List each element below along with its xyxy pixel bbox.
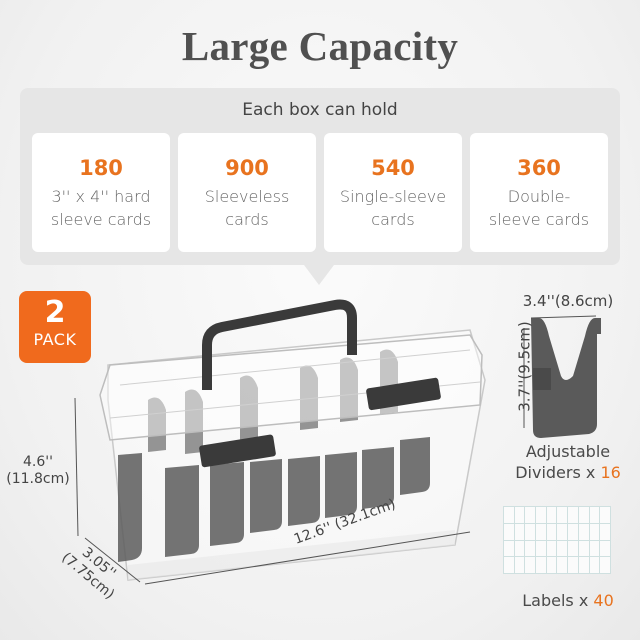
label-cell bbox=[557, 507, 568, 523]
divider-width-dimension: 3.4''(8.6cm) bbox=[522, 292, 614, 310]
capacity-panel: Each box can hold 180 3'' x 4'' hard sle… bbox=[20, 88, 620, 265]
label-cell bbox=[504, 540, 514, 557]
box-height-label: 4.6'' (11.8cm) bbox=[6, 454, 70, 487]
panel-pointer-icon bbox=[304, 265, 334, 285]
label-cell bbox=[600, 557, 610, 573]
label-cell bbox=[525, 557, 536, 573]
capacity-card-hard-sleeve: 180 3'' x 4'' hard sleeve cards bbox=[32, 133, 170, 252]
divider-height-dimension: 3.7''(9.5cm) bbox=[515, 321, 534, 412]
label-cell bbox=[514, 540, 525, 557]
label-cell bbox=[557, 557, 568, 573]
capacity-count: 360 bbox=[517, 156, 561, 180]
label-cell bbox=[546, 540, 557, 557]
label-cell bbox=[600, 523, 610, 540]
label-cell bbox=[546, 507, 557, 523]
dividers-count: 16 bbox=[600, 463, 621, 482]
pack-unit: PACK bbox=[33, 330, 77, 349]
dividers-caption-line2: Dividers x 16 bbox=[496, 462, 640, 483]
label-cell bbox=[568, 540, 578, 557]
capacity-card-sleeveless: 900 Sleeveless cards bbox=[178, 133, 316, 252]
capacity-description: Single-sleeve cards bbox=[339, 187, 447, 229]
dividers-caption-line1: Adjustable bbox=[525, 442, 611, 461]
handle-icon bbox=[202, 299, 357, 390]
capacity-card-single-sleeve: 540 Single-sleeve cards bbox=[324, 133, 462, 252]
label-cell bbox=[568, 523, 578, 540]
capacity-count: 540 bbox=[371, 156, 415, 180]
label-cell bbox=[578, 540, 589, 557]
capacity-description: Double- sleeve cards bbox=[488, 187, 590, 229]
label-cell bbox=[578, 523, 589, 540]
label-cell bbox=[589, 557, 600, 573]
label-cell bbox=[589, 523, 600, 540]
labels-label: Labels x bbox=[522, 591, 594, 610]
latch-icon bbox=[366, 377, 441, 411]
labels-count: 40 bbox=[593, 591, 614, 610]
capacity-count: 900 bbox=[225, 156, 269, 180]
labels-sheet-icon bbox=[503, 506, 611, 574]
label-cell bbox=[504, 507, 514, 523]
label-cell bbox=[568, 557, 578, 573]
label-cell bbox=[504, 523, 514, 540]
pack-quantity: 2 bbox=[44, 295, 66, 330]
label-cell bbox=[525, 507, 536, 523]
page-title: Large Capacity bbox=[181, 23, 459, 69]
capacity-cards: 180 3'' x 4'' hard sleeve cards 900 Slee… bbox=[32, 133, 608, 252]
capacity-description: 3'' x 4'' hard sleeve cards bbox=[50, 187, 152, 229]
label-cell bbox=[589, 540, 600, 557]
label-cell bbox=[578, 557, 589, 573]
capacity-heading: Each box can hold bbox=[242, 100, 398, 120]
label-cell bbox=[514, 523, 525, 540]
label-cell bbox=[536, 540, 546, 557]
label-cell bbox=[525, 540, 536, 557]
label-cell bbox=[578, 507, 589, 523]
label-cell bbox=[600, 540, 610, 557]
dividers-label: Dividers x bbox=[515, 463, 601, 482]
box-height-dimension: 4.6'' (11.8cm) bbox=[6, 454, 70, 488]
capacity-description: Sleeveless cards bbox=[204, 187, 290, 229]
dividers-caption: Adjustable Dividers x 16 bbox=[496, 441, 640, 483]
label-cell bbox=[546, 523, 557, 540]
capacity-card-double-sleeve: 360 Double- sleeve cards bbox=[470, 133, 608, 252]
label-cell bbox=[546, 557, 557, 573]
labels-caption: Labels x 40 bbox=[496, 590, 640, 611]
pack-badge: 2 PACK bbox=[19, 291, 91, 363]
label-cell bbox=[536, 557, 546, 573]
label-cell bbox=[600, 507, 610, 523]
capacity-count: 180 bbox=[79, 156, 123, 180]
divider-slabs-icon bbox=[118, 437, 430, 562]
label-cell bbox=[504, 557, 514, 573]
label-cell bbox=[568, 507, 578, 523]
label-cell bbox=[514, 557, 525, 573]
latch-icon bbox=[199, 434, 276, 468]
label-cell bbox=[536, 507, 546, 523]
label-cell bbox=[525, 523, 536, 540]
label-cell bbox=[557, 523, 568, 540]
divider-icon bbox=[531, 318, 601, 438]
label-cell bbox=[557, 540, 568, 557]
label-cell bbox=[514, 507, 525, 523]
label-cell bbox=[536, 523, 546, 540]
label-cell bbox=[589, 507, 600, 523]
